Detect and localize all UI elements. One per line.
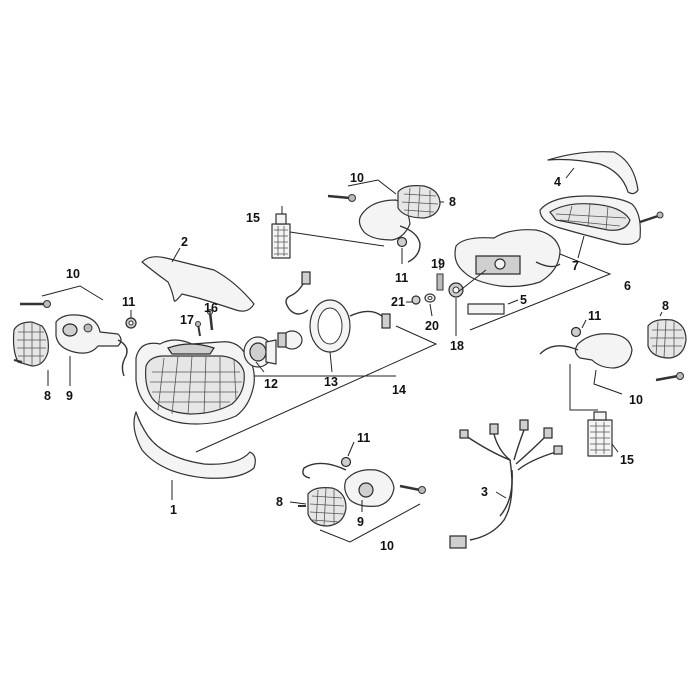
tail-light-lens (539, 195, 641, 245)
lower-signal-wire (302, 462, 347, 479)
callout-21: 21 (391, 295, 405, 309)
callout-5: 5 (520, 293, 527, 307)
bolt-19 (436, 273, 444, 291)
callout-10-right: 10 (629, 393, 643, 407)
callout-11-lower: 11 (357, 431, 370, 445)
callout-8-left: 8 (44, 389, 51, 403)
screw-17 (195, 321, 201, 337)
callout-10-upper: 10 (350, 171, 364, 185)
right-turn-signal-assembly (539, 311, 687, 411)
right-signal-lens (647, 319, 687, 359)
tail-light-screw (639, 211, 664, 224)
callout-9-lower: 9 (357, 515, 364, 529)
upper-reflector (271, 206, 385, 259)
callout-15-upper: 15 (246, 211, 260, 225)
callout-8-right: 8 (662, 299, 669, 313)
lower-signal-lens (298, 487, 347, 527)
lower-turn-signal-assembly (289, 441, 426, 543)
tail-light-housing (454, 229, 561, 288)
callout-15-lower: 15 (620, 453, 634, 467)
callout-8-lower: 8 (276, 495, 283, 509)
upper-signal-body (358, 199, 411, 241)
callout-11-left: 11 (122, 295, 135, 309)
tail-light-assembly (406, 151, 664, 336)
screw-upper-signal (327, 194, 356, 202)
callout-11-upper: 11 (395, 271, 408, 285)
screw-right-signal (655, 372, 684, 382)
lower-reflector (587, 411, 619, 457)
leader-14 (195, 325, 438, 453)
callout-12: 12 (264, 377, 278, 391)
headlight-assembly (133, 247, 438, 500)
callout-16: 16 (204, 301, 218, 315)
screw-16 (207, 309, 214, 331)
callout-6: 6 (624, 279, 631, 293)
headlight-bulb (277, 330, 303, 350)
callout-labels: 1 2 3 4 5 6 7 8 8 8 8 9 9 10 10 10 10 11… (44, 171, 669, 553)
left-signal-wire (117, 339, 128, 377)
upper-signal-grommet (396, 236, 408, 248)
right-signal-grommet (570, 326, 582, 338)
left-signal-lens (12, 321, 49, 367)
callout-13: 13 (324, 375, 338, 389)
headlight-lower-rim (133, 411, 256, 479)
left-signal-body (55, 314, 122, 354)
headlight-wiring (285, 271, 391, 353)
headlight-lens (135, 339, 255, 425)
callout-9-left: 9 (66, 389, 73, 403)
callout-7: 7 (572, 259, 579, 273)
callout-18: 18 (450, 339, 464, 353)
screw-lower-signal (399, 484, 426, 494)
callout-3: 3 (481, 485, 488, 499)
callout-2: 2 (181, 235, 188, 249)
lower-signal-grommet (340, 456, 352, 468)
upper-turn-signal-assembly (327, 179, 444, 264)
leader-6 (469, 253, 612, 331)
wiring-harness (449, 419, 563, 549)
callout-4: 4 (554, 175, 561, 189)
headlight-bulb-socket (243, 336, 277, 368)
callout-10-left: 10 (66, 267, 80, 281)
callout-11-right: 11 (588, 309, 601, 323)
callout-20: 20 (425, 319, 439, 333)
headlight-upper-cover (141, 256, 255, 312)
upper-signal-lens (397, 185, 441, 219)
left-signal-grommet (125, 317, 137, 329)
tail-upper-cover (547, 151, 639, 195)
lower-signal-bulb (358, 482, 374, 498)
right-signal-wire (539, 345, 579, 355)
washer-20 (424, 293, 436, 303)
upper-signal-wire (399, 225, 421, 263)
callout-8-upper: 8 (449, 195, 456, 209)
callout-19: 19 (431, 257, 445, 271)
bulb-holder-18 (448, 282, 464, 298)
callout-1: 1 (170, 503, 177, 517)
screw-left-signal (20, 300, 51, 308)
callout-17: 17 (180, 313, 194, 327)
leader-10-left (41, 285, 104, 301)
callout-14: 14 (392, 383, 406, 397)
callout-10-lower: 10 (380, 539, 394, 553)
license-plate-bracket (467, 303, 505, 315)
nut-21 (411, 295, 421, 305)
left-turn-signal-assembly (12, 285, 137, 386)
right-signal-body (574, 333, 633, 369)
